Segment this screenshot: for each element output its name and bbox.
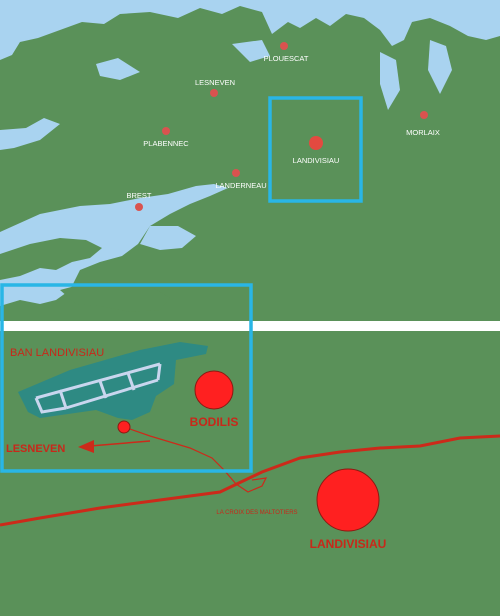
focus-frame-landivisiau <box>268 96 363 203</box>
base-label: BAN LANDIVISIAU <box>10 347 104 359</box>
lesneven-arrowhead <box>78 440 94 453</box>
west-inlet <box>0 118 60 150</box>
rade-branch <box>140 226 196 250</box>
town-label-landivisiau: LANDIVISIAU <box>293 156 340 165</box>
runway-parallel <box>65 378 159 410</box>
town-label-plouescat: PLOUESCAT <box>264 54 309 63</box>
town-dot-lesneven <box>210 89 218 97</box>
bodilis-label: BODILIS <box>190 415 239 429</box>
main-road <box>0 434 500 527</box>
lesneven-arrow-line <box>89 440 151 447</box>
taxiway-2 <box>58 389 68 409</box>
landivisiau-label: LANDIVISIAU <box>310 537 387 551</box>
bottom-map: BODILIS LANDIVISIAU BAN LANDIVISIAU LESN… <box>0 283 500 616</box>
crozon-peninsula <box>0 238 102 280</box>
town-dot-landerneau <box>232 169 240 177</box>
top-map: PLOUESCAT LESNEVEN PLABENNEC LANDIVISIAU… <box>0 0 500 322</box>
town-dot-plabennec <box>162 127 170 135</box>
bodilis-dot <box>194 370 234 410</box>
town-label-landerneau: LANDERNEAU <box>215 181 266 190</box>
town-label-plabennec: PLABENNEC <box>143 139 189 148</box>
taxiway-5 <box>156 363 162 381</box>
town-dot-brest <box>135 203 143 211</box>
rade-de-brest <box>0 184 228 306</box>
base-entrance-dot <box>117 420 131 434</box>
north-inlet-4 <box>428 40 452 94</box>
town-label-lesneven: LESNEVEN <box>195 78 235 87</box>
crozon-peninsula-2 <box>60 280 170 312</box>
taxiway-1 <box>34 397 67 414</box>
town-dot-morlaix <box>420 111 428 119</box>
town-dot-landivisiau <box>309 136 323 150</box>
runways <box>34 362 162 414</box>
north-inlet <box>96 58 140 80</box>
croix-label: LA CROIX DES MALTOTIERS <box>216 510 297 516</box>
town-dot-plouescat <box>280 42 288 50</box>
north-inlet-2 <box>232 40 270 62</box>
lesneven-label: LESNEVEN <box>6 443 65 455</box>
runway-main <box>35 362 161 400</box>
taxiway-3 <box>98 380 108 399</box>
north-inlet-3 <box>380 52 400 110</box>
airbase <box>18 342 208 420</box>
town-label-brest: BREST <box>126 191 151 200</box>
landivisiau-dot <box>316 468 380 532</box>
town-label-morlaix: MORLAIX <box>406 128 440 137</box>
focus-frame-base <box>0 283 253 473</box>
taxiway-4 <box>126 372 136 391</box>
